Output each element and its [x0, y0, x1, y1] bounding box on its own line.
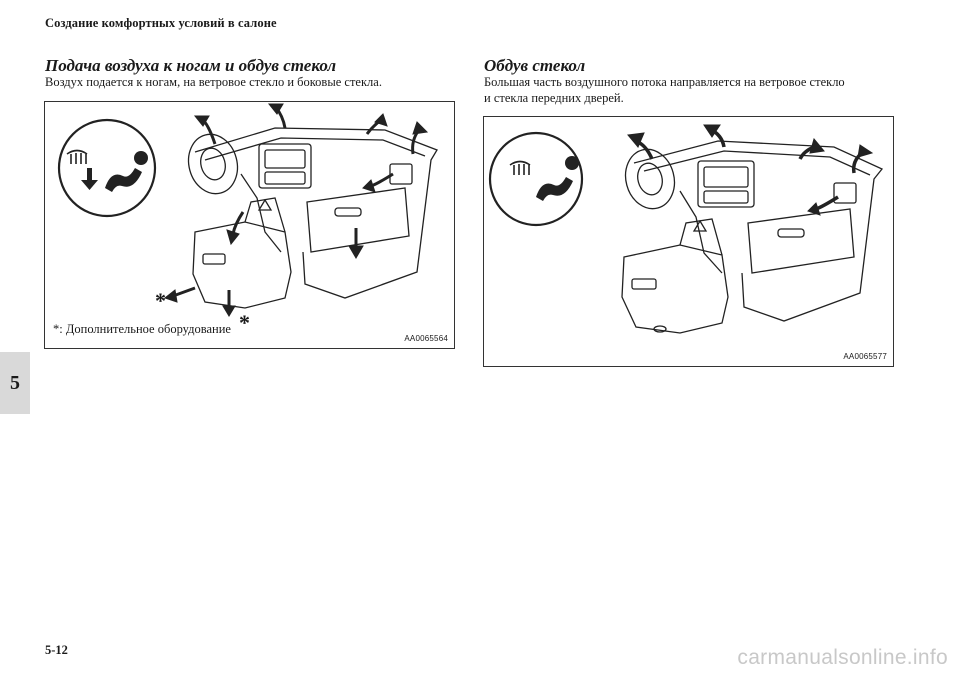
seated-person-icon: [105, 151, 148, 192]
foot-arrow-icon: [81, 168, 98, 190]
right-section-text-line2: и стекла передних дверей.: [484, 91, 624, 105]
dashboard-lineart: [621, 140, 884, 334]
figure-code: AA0065564: [404, 334, 448, 343]
left-section-text: Воздух подается к ногам, на ветровое сте…: [45, 75, 382, 89]
running-header: Создание комфортных условий в салоне: [45, 16, 277, 30]
mode-indicator-circle: [57, 118, 157, 218]
watermark-link[interactable]: carmanualsonline.info: [737, 646, 948, 669]
optional-mark: *: [155, 288, 166, 313]
page-number: 5-12: [45, 643, 68, 657]
right-section-heading: Обдув стекол: [484, 56, 586, 75]
right-section-text-line1: Большая часть воздушного потока направля…: [484, 75, 845, 89]
airflow-arrows: [163, 103, 429, 317]
figure-footnote: *: Дополнительное оборудование: [53, 322, 231, 336]
chapter-number: 5: [10, 371, 20, 394]
seated-person-icon: [536, 156, 579, 201]
dashboard-lineart: [187, 127, 438, 309]
mode-indicator-circle: [488, 131, 584, 227]
defrost-icon: [66, 149, 88, 164]
airflow-arrows: [627, 124, 874, 216]
figure-code: AA0065577: [843, 352, 887, 361]
optional-mark: *: [239, 310, 250, 335]
defrost-icon: [509, 160, 531, 175]
dashboard-illustration-foot-defrost: [57, 103, 438, 317]
left-section-heading: Подача воздуха к ногам и обдув стекол: [45, 56, 337, 75]
right-figure: AA0065577: [483, 116, 894, 367]
chapter-tab: 5: [0, 352, 30, 414]
dashboard-illustration-defrost: [488, 124, 884, 334]
left-figure: * * *: Дополнительное оборудование AA006…: [44, 101, 455, 349]
